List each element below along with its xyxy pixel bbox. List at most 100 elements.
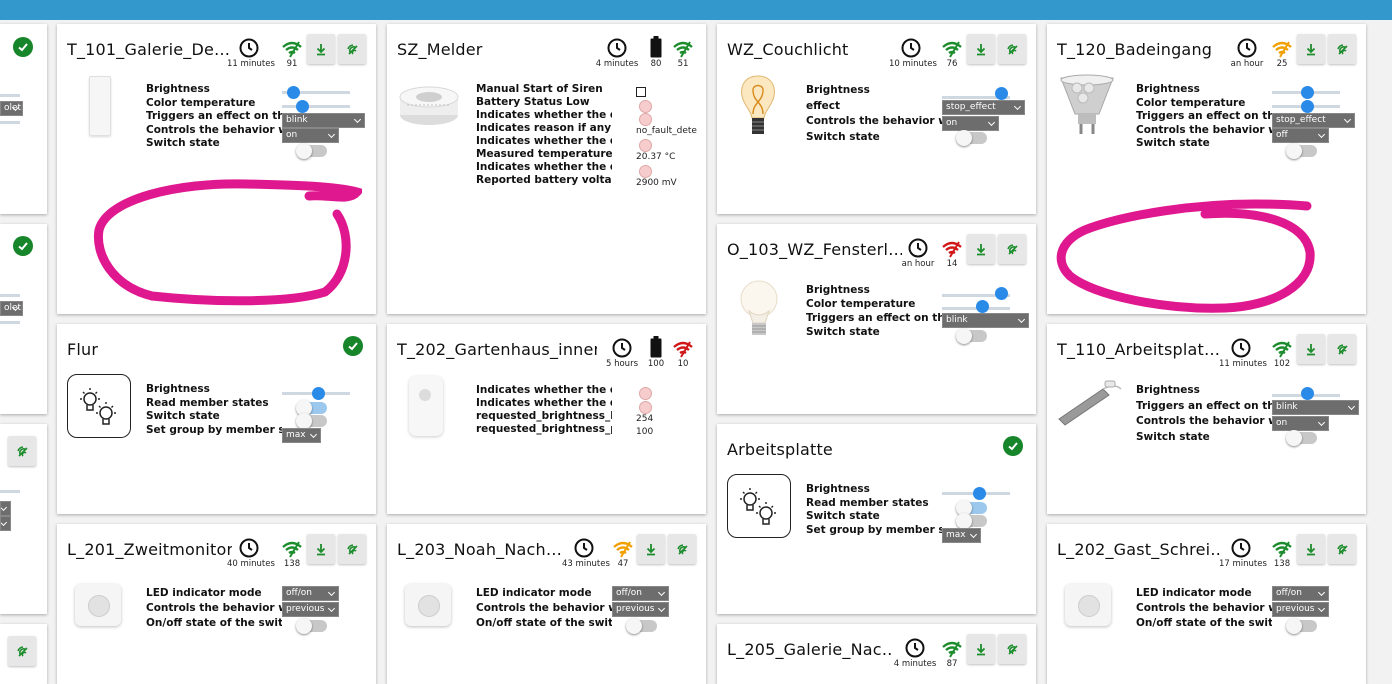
power-on-behavior-select[interactable]: on xyxy=(942,116,999,131)
download-button[interactable] xyxy=(307,34,335,64)
select[interactable] xyxy=(0,516,11,531)
signal-icon xyxy=(282,541,302,558)
ota-update-button[interactable] xyxy=(8,436,36,466)
brightness-slider-knob[interactable] xyxy=(973,487,986,500)
select[interactable] xyxy=(0,501,11,516)
switch-state-toggle[interactable] xyxy=(1286,618,1317,634)
switch-state-toggle[interactable] xyxy=(296,618,327,634)
brightness-slider[interactable] xyxy=(942,294,1010,297)
read-member-states-toggle[interactable] xyxy=(296,400,327,416)
battery-low-indicator xyxy=(639,100,652,113)
signal-icon xyxy=(282,41,302,58)
clock-icon xyxy=(1237,38,1257,58)
device-card-t202[interactable]: T_202_Gartenhaus_innen 5 hours 100 10 In… xyxy=(387,324,706,514)
bulb-image xyxy=(737,279,781,341)
ota-update-button[interactable] xyxy=(338,34,366,64)
effect-select[interactable]: oletred xyxy=(0,101,23,116)
color-temp-slider-knob[interactable] xyxy=(296,100,309,113)
link-quality-stat: 47 xyxy=(611,536,635,569)
effect-select[interactable]: blink xyxy=(282,113,365,128)
switch-state-toggle[interactable] xyxy=(296,413,327,429)
ota-update-button[interactable] xyxy=(998,34,1026,64)
brightness-slider[interactable] xyxy=(282,91,350,94)
last-seen-stat: 17 minutes xyxy=(1219,536,1267,569)
download-button[interactable] xyxy=(637,534,665,564)
signal-icon xyxy=(673,41,693,58)
battery-stat: 80 xyxy=(645,36,667,69)
download-button[interactable] xyxy=(967,234,995,264)
download-button[interactable] xyxy=(1297,334,1325,364)
brightness-slider-knob[interactable] xyxy=(312,387,325,400)
switch-state-toggle[interactable] xyxy=(956,130,987,146)
effect-select[interactable]: blink xyxy=(942,313,1029,328)
group-by-member-select[interactable]: max xyxy=(942,528,981,543)
last-seen-stat: 11 minutes xyxy=(227,36,275,69)
brightness-slider-knob[interactable] xyxy=(1301,387,1314,400)
led-indicator-select[interactable]: off/on xyxy=(282,586,339,601)
device-card-t110[interactable]: T_110_Arbeitsplat… 11 minutes 102 Bright… xyxy=(1047,324,1366,514)
device-card-t101[interactable]: T_101_Galerie_De… 11 minutes 91 Brightne… xyxy=(57,24,376,314)
ota-update-button[interactable] xyxy=(998,634,1026,664)
ota-update-button[interactable] xyxy=(1328,34,1356,64)
effect-select[interactable]: stop_effect xyxy=(1272,113,1355,128)
color-temp-slider-knob[interactable] xyxy=(976,300,989,313)
switch-state-toggle[interactable] xyxy=(626,618,657,634)
group-by-member-select[interactable]: max xyxy=(282,428,321,443)
fault-reason-value: no_fault_dete xyxy=(636,126,697,136)
device-card-l201[interactable]: L_201_Zweitmonitor 40 minutes 138 LED in… xyxy=(57,524,376,684)
switch-state-toggle[interactable] xyxy=(956,328,987,344)
ota-update-button[interactable] xyxy=(338,534,366,564)
effect-select[interactable]: stop_effect xyxy=(942,100,1025,115)
ota-update-button[interactable] xyxy=(1328,534,1356,564)
power-on-behavior-select[interactable]: previous xyxy=(1272,602,1329,617)
group-title: Arbeitsplatte xyxy=(727,440,833,459)
ota-update-button[interactable] xyxy=(1328,334,1356,364)
download-button[interactable] xyxy=(1297,534,1325,564)
ota-update-button[interactable] xyxy=(8,636,36,666)
device-card-sz-melder[interactable]: SZ_Melder 4 minutes 80 51 Manual Start o… xyxy=(387,24,706,314)
switch-state-toggle[interactable] xyxy=(296,143,327,159)
brightness-slider-knob[interactable] xyxy=(995,287,1008,300)
download-button[interactable] xyxy=(307,534,335,564)
power-on-behavior-select[interactable]: previous xyxy=(282,602,339,617)
clock-icon xyxy=(1231,338,1251,358)
brightness-slider-knob[interactable] xyxy=(1301,86,1314,99)
download-button[interactable] xyxy=(1297,34,1325,64)
device-card-l202[interactable]: L_202_Gast_Schrei… 17 minutes 138 LED in… xyxy=(1047,524,1366,684)
download-button[interactable] xyxy=(967,34,995,64)
brightness-slider-knob[interactable] xyxy=(287,86,300,99)
ota-update-button[interactable] xyxy=(668,534,696,564)
ota-update-button[interactable] xyxy=(998,234,1026,264)
led-indicator-select[interactable]: off/on xyxy=(1272,586,1329,601)
color-temp-slider-knob[interactable] xyxy=(1301,100,1314,113)
status-indicator xyxy=(639,387,652,400)
power-on-behavior-select[interactable]: on xyxy=(282,128,339,143)
device-card-o103[interactable]: O_103_WZ_Fensterl… an hour 14 Brightness… xyxy=(717,224,1036,414)
brightness-slider-knob[interactable] xyxy=(995,87,1008,100)
device-card-l205[interactable]: L_205_Galerie_Nac… 4 minutes 87 xyxy=(717,624,1036,684)
manual-siren-checkbox[interactable] xyxy=(636,87,646,97)
power-on-behavior-select[interactable]: off xyxy=(1272,128,1329,143)
switch-state-toggle[interactable] xyxy=(1286,143,1317,159)
effect-select[interactable]: blink xyxy=(1272,400,1359,415)
led-indicator-select[interactable]: off/on xyxy=(612,586,669,601)
device-card-l203[interactable]: L_203_Noah_Nach… 43 minutes 47 LED indic… xyxy=(387,524,706,684)
power-on-behavior-select[interactable]: previous xyxy=(612,602,669,617)
power-on-behavior-select[interactable]: on xyxy=(1272,416,1329,431)
effect-select[interactable]: oletred xyxy=(0,301,23,316)
link-quality-stat: 10 xyxy=(671,336,695,369)
read-member-states-toggle[interactable] xyxy=(956,500,987,516)
switch-state-toggle[interactable] xyxy=(1286,430,1317,446)
brightness-slider[interactable] xyxy=(942,96,1010,99)
switch-state-toggle[interactable] xyxy=(956,513,987,529)
color-temp-slider[interactable] xyxy=(282,105,350,108)
download-button[interactable] xyxy=(967,634,995,664)
status-ok-icon xyxy=(13,236,33,256)
